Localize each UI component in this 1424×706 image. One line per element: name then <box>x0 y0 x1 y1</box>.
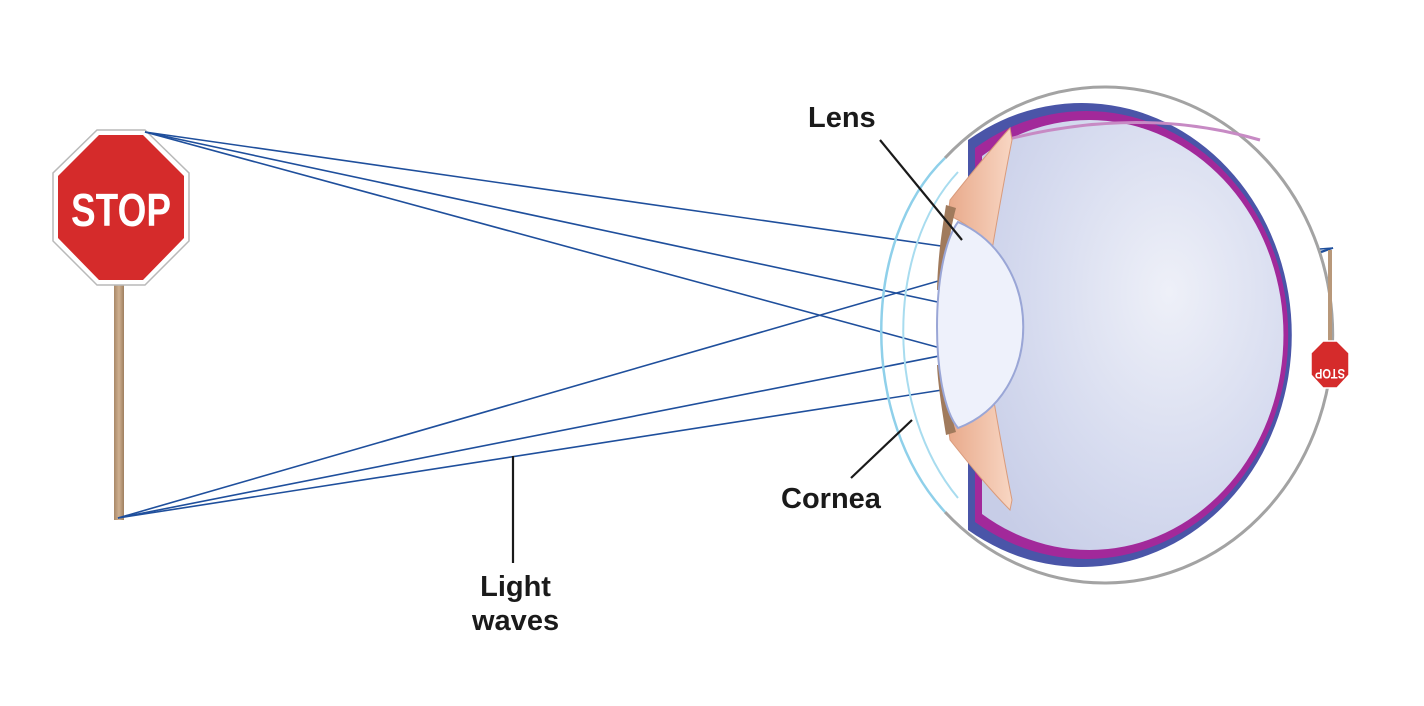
light-waves-label-line1: Light <box>480 571 551 603</box>
cornea-leader-line <box>850 419 913 479</box>
vitreous-body <box>982 120 1284 550</box>
eyeball: STOP <box>880 85 1350 585</box>
stop-sign-text: STOP <box>71 184 171 236</box>
stop-sign: STOP <box>52 129 190 520</box>
retinal-image: STOP <box>1310 250 1350 389</box>
retinal-image-octagon <box>1310 340 1350 389</box>
retinal-image-text: STOP <box>1315 366 1345 382</box>
lens-leader-line <box>879 139 963 241</box>
retinal-image-post <box>1328 250 1332 350</box>
lens-label: Lens <box>808 102 876 134</box>
cornea-outer <box>880 157 946 513</box>
cornea-inner <box>902 171 959 499</box>
leader-lines <box>511 139 963 563</box>
retina-inner-band <box>1004 121 1261 142</box>
lens <box>936 220 1025 430</box>
light-waves-label: Light waves <box>472 570 559 638</box>
cornea-label: Cornea <box>781 483 881 515</box>
sign-post <box>114 282 124 520</box>
light-waves-label-line2: waves <box>472 605 560 637</box>
stop-sign-octagon <box>58 135 184 280</box>
